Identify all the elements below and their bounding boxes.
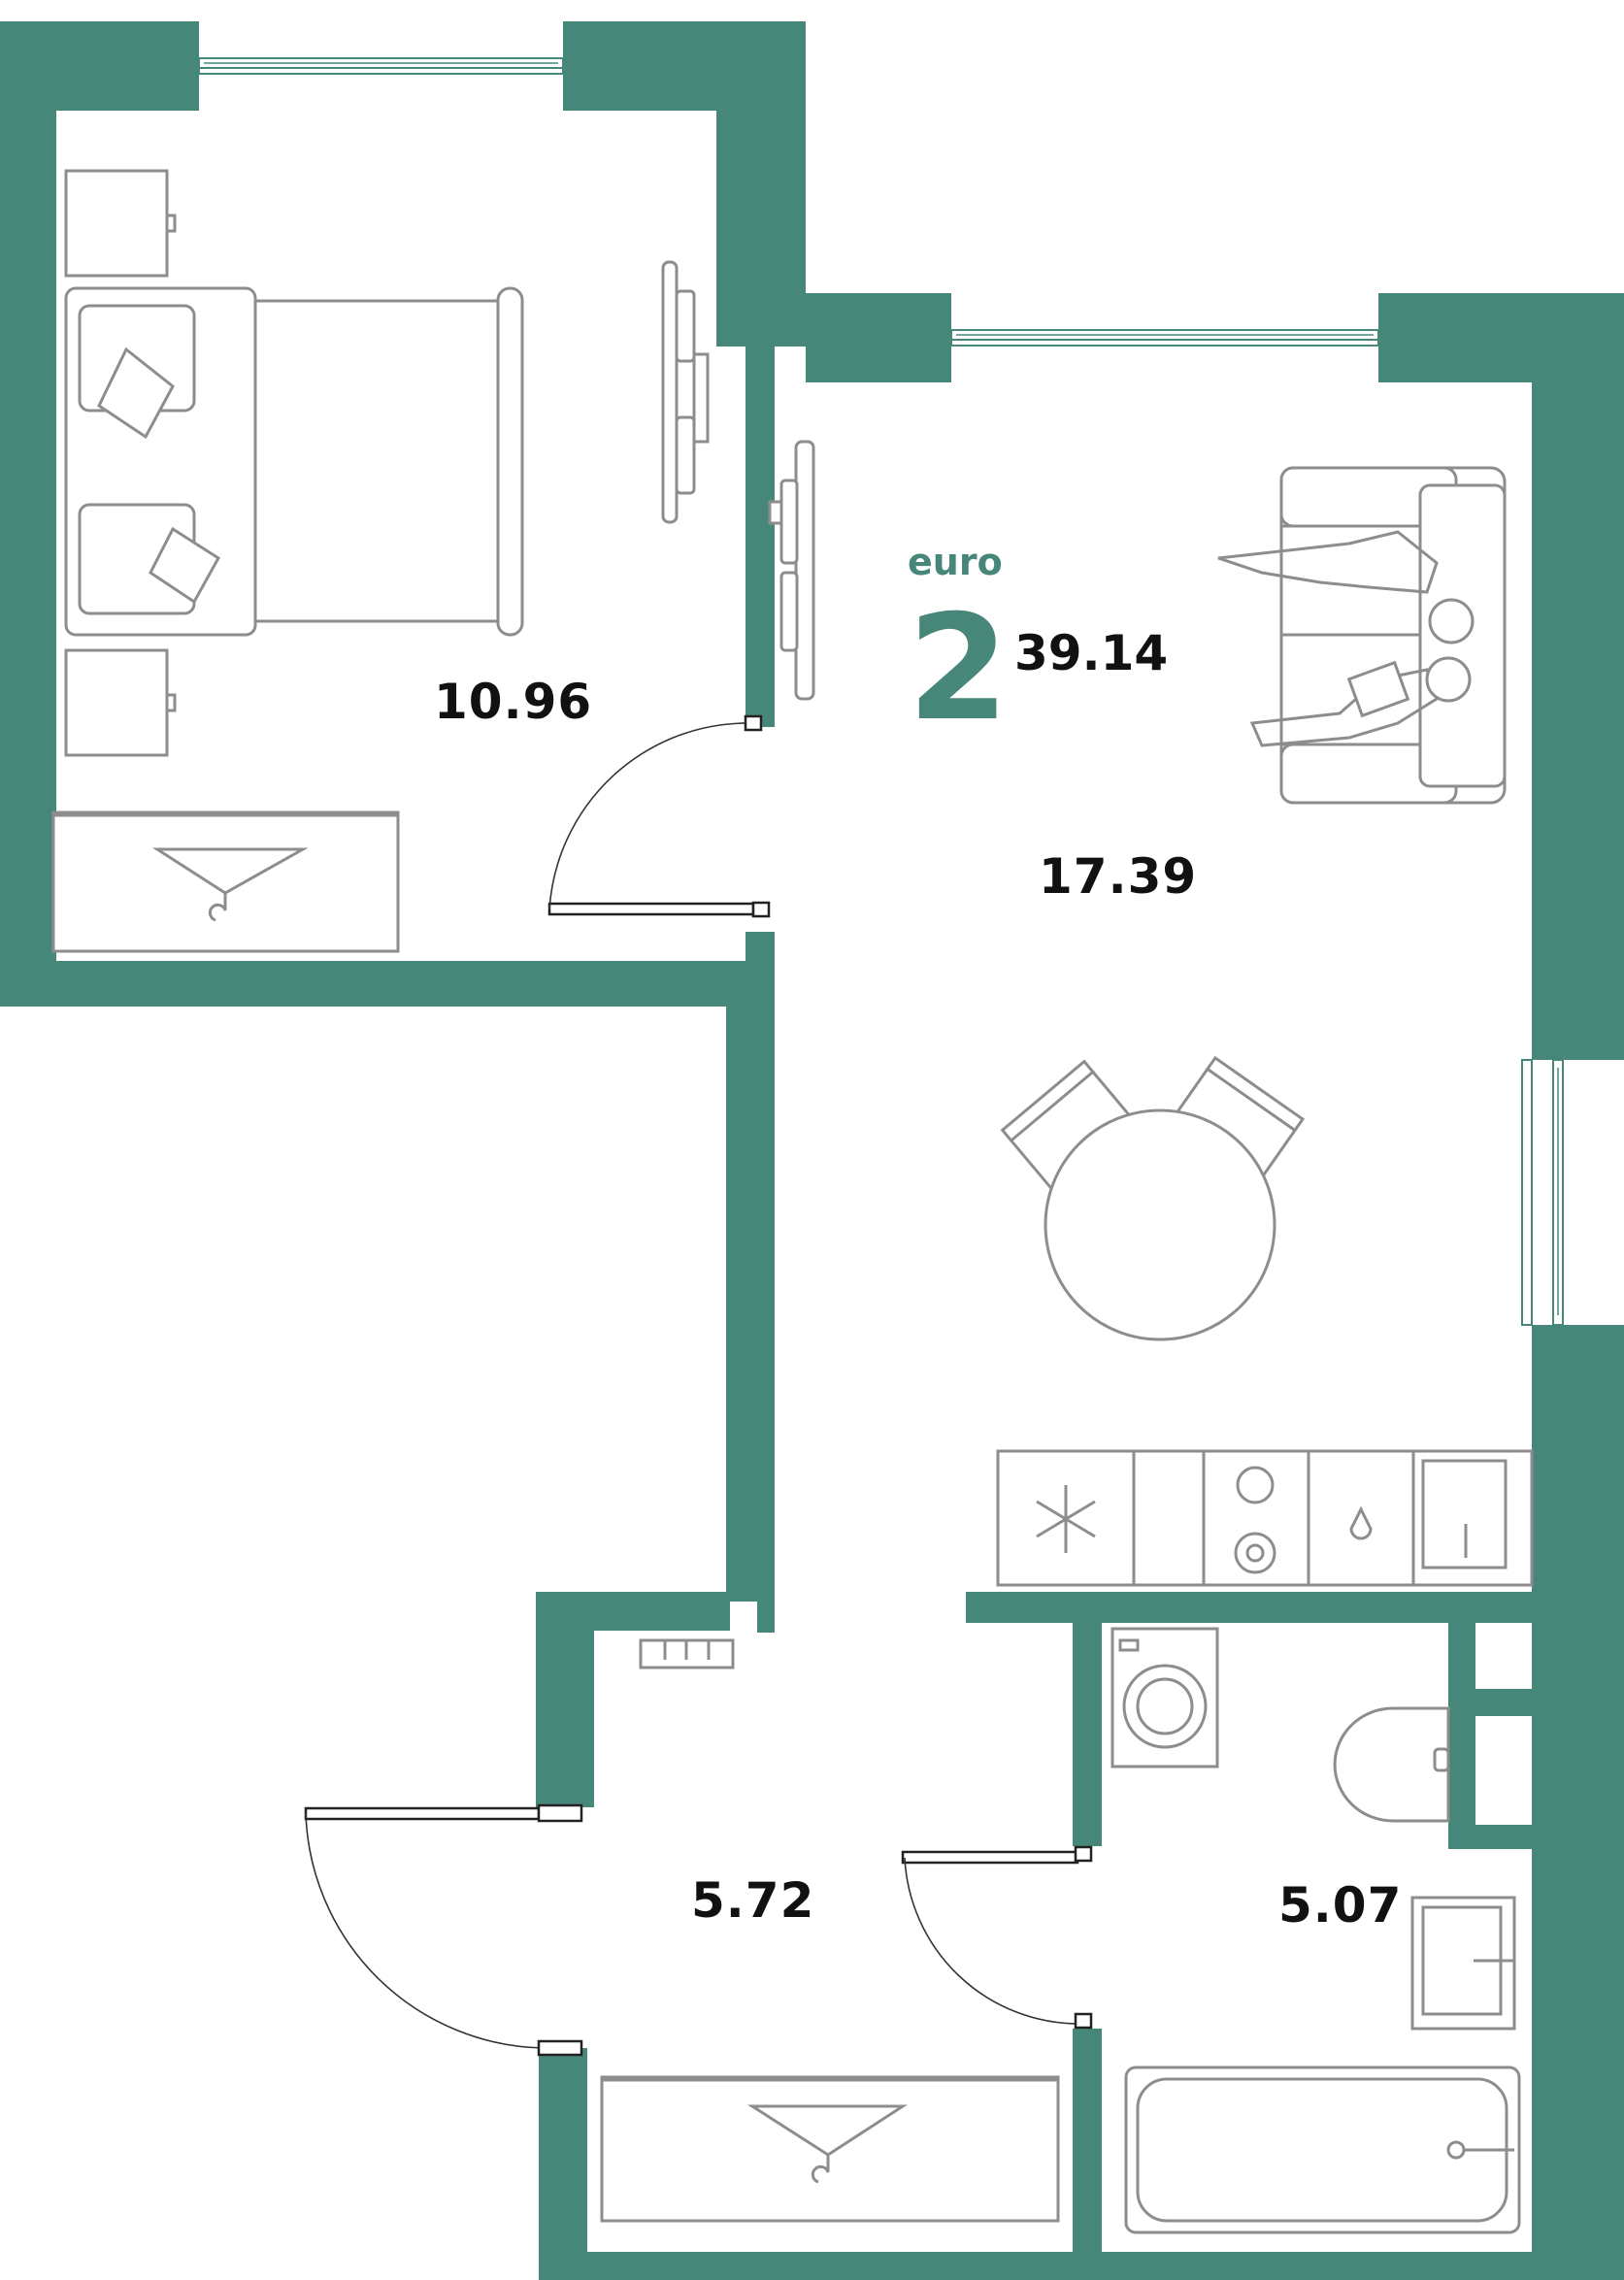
hallway-furniture	[600, 1638, 1060, 2223]
dining-table-icon	[1000, 1055, 1306, 1341]
apartment-type-label: euro	[908, 541, 1003, 583]
bathtub-icon	[1124, 2065, 1521, 2234]
kitchen-unit-icon	[996, 1449, 1534, 1587]
labels: euro 2 39.14 10.96 17.39 5.72 5.07	[434, 541, 1402, 1933]
bathroom-area: 5.07	[1278, 1877, 1402, 1933]
hallway-area: 5.72	[691, 1872, 814, 1929]
window-living	[950, 329, 1379, 347]
door-bedroom	[547, 714, 771, 918]
bathroom-furniture	[1110, 1627, 1521, 2234]
coat-hooks-icon	[639, 1638, 735, 1669]
door-entrance	[304, 1803, 583, 2057]
bedroom-area: 10.96	[434, 674, 592, 730]
tv-stand-living	[768, 440, 815, 701]
walls	[0, 21, 1624, 2280]
rooms-count: 2	[908, 584, 1009, 753]
window-bedroom	[198, 57, 564, 75]
total-area: 39.14	[1014, 625, 1168, 681]
wardrobe-hallway	[600, 2075, 1060, 2223]
wardrobe-bedroom	[51, 810, 400, 953]
bed-icon	[64, 286, 524, 637]
sofa-icon	[1217, 466, 1507, 805]
nightstand-bottom	[64, 648, 177, 757]
window-living-side	[1521, 1059, 1564, 1326]
nightstand-top	[64, 169, 177, 278]
washing-machine-icon	[1110, 1627, 1219, 1768]
tv-stand-bedroom	[661, 260, 710, 524]
living-furniture	[768, 440, 1534, 1587]
toilet-icon	[1333, 1706, 1450, 1823]
sink-icon	[1410, 1896, 1516, 2031]
living-kitchen-area: 17.39	[1039, 848, 1197, 905]
windows	[198, 57, 1564, 1326]
snowflake-icon	[1036, 1485, 1096, 1553]
door-bathroom	[901, 1845, 1093, 2030]
doors	[304, 714, 1093, 2057]
bedroom-furniture	[51, 169, 710, 953]
